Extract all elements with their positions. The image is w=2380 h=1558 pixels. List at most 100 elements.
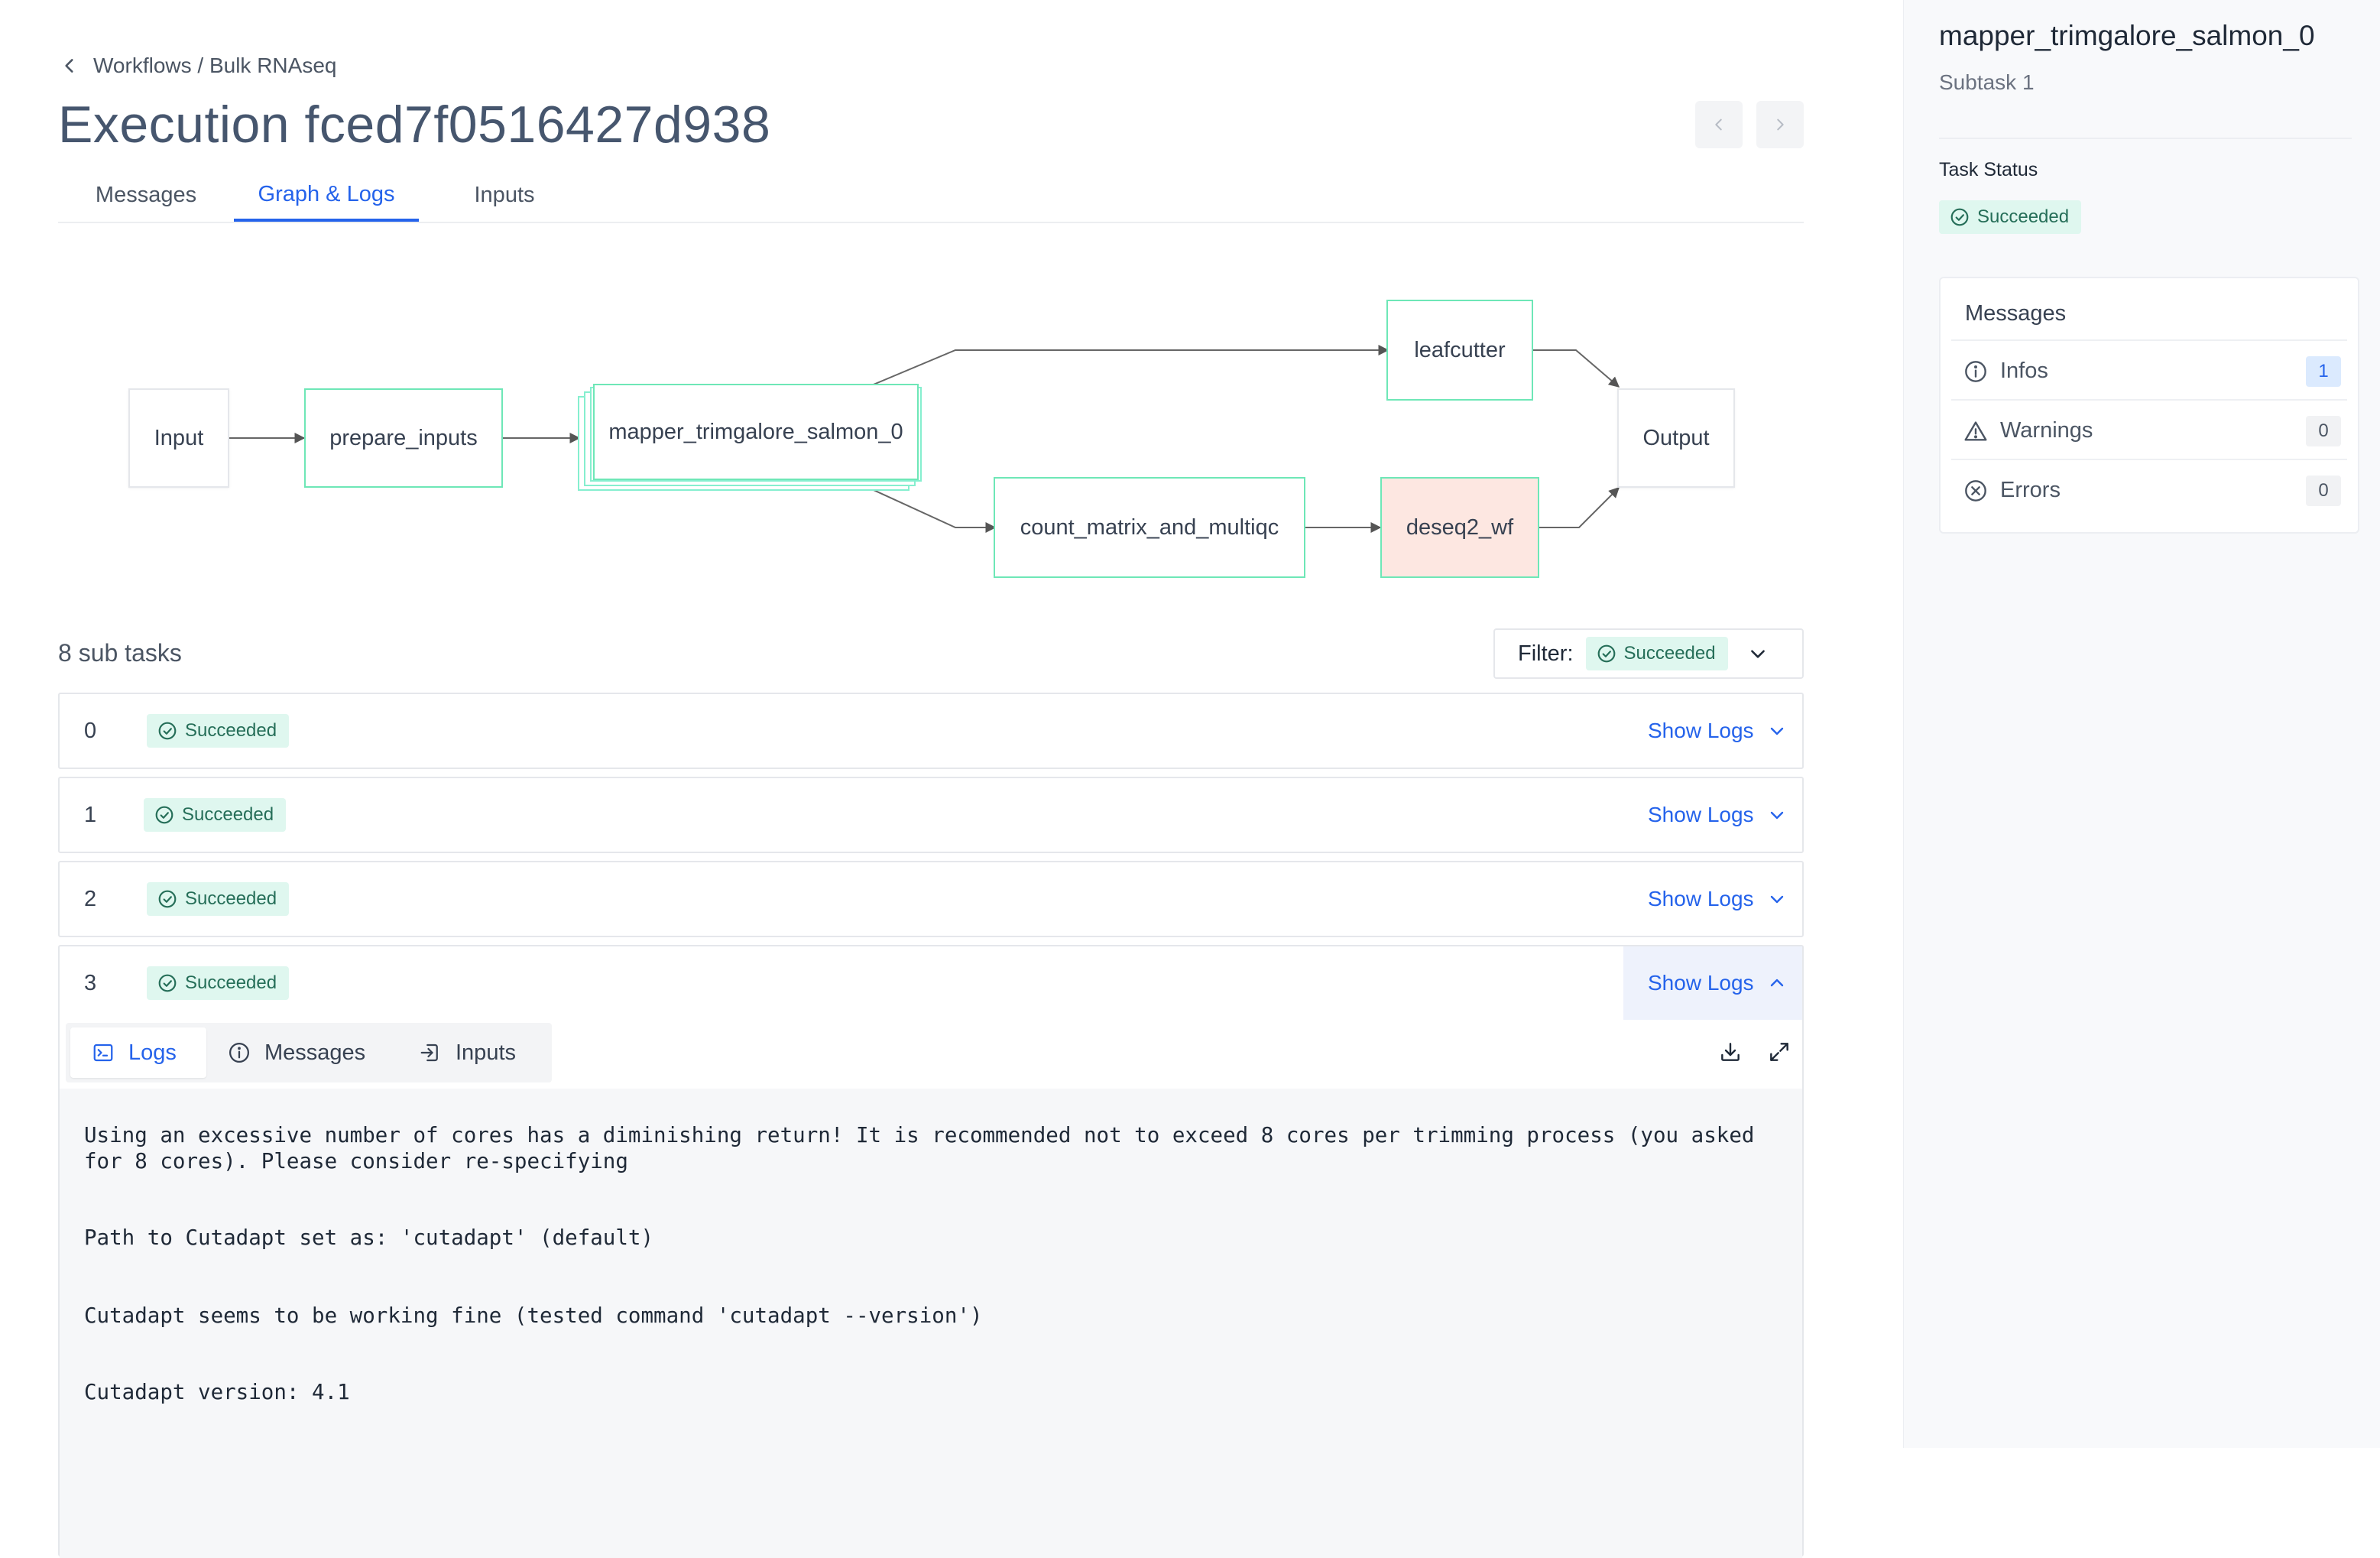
messages-row-label: Infos xyxy=(2000,358,2048,383)
subtask-row-expanded[interactable]: 3 Succeeded Show Logs Logs Messages Inpu… xyxy=(58,945,1804,1558)
status-text: Succeeded xyxy=(185,888,277,909)
task-status-label: Task Status xyxy=(1939,159,2038,180)
hide-logs-button[interactable]: Show Logs xyxy=(1623,946,1802,1020)
subtask-count: 8 sub tasks xyxy=(58,639,182,667)
check-circle-icon xyxy=(155,806,173,824)
check-circle-icon xyxy=(158,974,177,992)
subtask-row[interactable]: 0 Succeeded Show Logs xyxy=(58,693,1804,769)
messages-row-label: Errors xyxy=(2000,477,2061,502)
subtask-row[interactable]: 2 Succeeded Show Logs xyxy=(58,861,1804,937)
tab-inputs[interactable]: Inputs xyxy=(474,182,535,207)
status-badge: Succeeded xyxy=(1585,637,1728,670)
subtask-index: 2 xyxy=(84,886,97,911)
chevron-down-icon xyxy=(1770,727,1783,735)
chevron-down-icon xyxy=(1770,811,1783,820)
status-text: Succeeded xyxy=(1977,206,2070,227)
next-button[interactable] xyxy=(1756,101,1804,148)
log-tab-label: Messages xyxy=(264,1040,366,1065)
page-title: Execution fced7f0516427d938 xyxy=(58,96,771,154)
node-input[interactable]: Input xyxy=(128,388,229,488)
status-badge: Succeeded xyxy=(1939,200,2082,234)
subtask-index: 0 xyxy=(84,718,97,743)
show-logs-button[interactable]: Show Logs xyxy=(1623,778,1802,852)
messages-row-errors[interactable]: Errors 0 xyxy=(1951,459,2347,520)
log-line: Path to Cutadapt set as: 'cutadapt' (def… xyxy=(84,1225,654,1250)
check-circle-icon xyxy=(158,890,177,908)
show-logs-button[interactable]: Show Logs xyxy=(1623,862,1802,936)
divider xyxy=(1939,138,2352,139)
status-badge: Succeeded xyxy=(147,966,290,1000)
node-prepare-inputs[interactable]: prepare_inputs xyxy=(304,388,503,488)
node-deseq2-wf[interactable]: deseq2_wf xyxy=(1380,477,1539,578)
check-circle-icon xyxy=(1597,644,1615,663)
expand-button[interactable] xyxy=(1762,1035,1796,1069)
messages-count-badge: 1 xyxy=(2306,356,2341,387)
messages-card: Messages Infos 1 Warnings 0 Errors 0 xyxy=(1939,277,2359,534)
check-circle-icon xyxy=(1950,208,1969,226)
warning-icon xyxy=(1964,421,1987,441)
show-logs-label: Show Logs xyxy=(1648,887,1754,910)
filter-label: Filter: xyxy=(1518,641,1574,666)
log-panel-tabs: Logs Messages Inputs xyxy=(66,1023,552,1082)
info-icon xyxy=(229,1043,249,1063)
download-button[interactable] xyxy=(1714,1035,1747,1069)
details-sidebar: mapper_trimgalore_salmon_0 Subtask 1 Tas… xyxy=(1903,0,2380,1448)
tab-bar: Messages Graph & Logs Inputs xyxy=(58,170,1804,223)
terminal-icon xyxy=(93,1044,113,1062)
check-circle-icon xyxy=(158,722,177,740)
log-output: Using an excessive number of cores has a… xyxy=(60,1089,1802,1558)
status-text: Succeeded xyxy=(185,972,277,993)
status-badge: Succeeded xyxy=(147,714,290,748)
chevron-left-icon[interactable] xyxy=(60,56,79,76)
show-logs-label: Show Logs xyxy=(1648,971,1754,995)
node-output[interactable]: Output xyxy=(1617,388,1735,488)
task-name: mapper_trimgalore_salmon_0 xyxy=(1939,20,2315,51)
log-tab-messages[interactable]: Messages xyxy=(206,1027,397,1078)
info-icon xyxy=(1965,361,1986,382)
status-text: Succeeded xyxy=(1623,643,1716,664)
chevron-down-icon xyxy=(1770,895,1783,904)
subtask-index: 1 xyxy=(84,802,97,827)
subtask-row[interactable]: 1 Succeeded Show Logs xyxy=(58,777,1804,853)
tab-graph-and-logs[interactable]: Graph & Logs xyxy=(234,170,419,222)
show-logs-label: Show Logs xyxy=(1648,719,1754,742)
node-leafcutter[interactable]: leafcutter xyxy=(1386,300,1533,401)
breadcrumb[interactable]: Workflows / Bulk RNAseq xyxy=(60,50,336,81)
main-panel: Workflows / Bulk RNAseq Execution fced7f… xyxy=(0,50,1903,1556)
breadcrumb-text[interactable]: Workflows / Bulk RNAseq xyxy=(93,54,337,77)
messages-count-badge: 0 xyxy=(2306,416,2341,446)
previous-button[interactable] xyxy=(1695,101,1743,148)
node-mapper-trimgalore-salmon[interactable]: mapper_trimgalore_salmon_0 xyxy=(593,384,919,480)
status-text: Succeeded xyxy=(185,720,277,741)
show-logs-button[interactable]: Show Logs xyxy=(1623,694,1802,768)
tab-messages[interactable]: Messages xyxy=(95,182,197,207)
messages-row-infos[interactable]: Infos 1 xyxy=(1951,339,2347,401)
log-line: Cutadapt seems to be working fine (teste… xyxy=(84,1303,983,1328)
subtask-index: 3 xyxy=(84,970,97,995)
log-tab-label: Inputs xyxy=(456,1040,516,1065)
subtask-label: Subtask 1 xyxy=(1939,70,2035,94)
error-icon xyxy=(1965,480,1986,501)
expand-icon xyxy=(1770,1043,1788,1061)
chevron-down-icon xyxy=(1750,650,1765,658)
messages-row-label: Warnings xyxy=(2000,417,2093,443)
show-logs-label: Show Logs xyxy=(1648,803,1754,826)
log-tab-logs[interactable]: Logs xyxy=(70,1027,206,1078)
download-icon xyxy=(1721,1043,1740,1061)
messages-count-badge: 0 xyxy=(2306,476,2341,506)
chevron-up-icon xyxy=(1770,979,1783,987)
chevron-left-icon xyxy=(1715,118,1722,131)
log-line: Cutadapt version: 4.1 xyxy=(84,1380,350,1404)
messages-row-warnings[interactable]: Warnings 0 xyxy=(1951,399,2347,460)
graph-edges xyxy=(229,345,1620,533)
status-badge: Succeeded xyxy=(147,882,290,916)
status-filter-dropdown[interactable]: Filter: Succeeded xyxy=(1493,628,1804,679)
status-text: Succeeded xyxy=(182,804,274,825)
log-line: Using an excessive number of cores has a… xyxy=(84,1123,1768,1173)
node-count-matrix-and-multiqc[interactable]: count_matrix_and_multiqc xyxy=(994,477,1305,578)
workflow-graph: Input prepare_inputs mapper_trimgalore_s… xyxy=(0,229,1903,612)
log-tab-inputs[interactable]: Inputs xyxy=(397,1027,547,1078)
login-icon xyxy=(420,1044,438,1062)
log-tab-label: Logs xyxy=(128,1040,177,1065)
messages-title: Messages xyxy=(1965,301,2067,326)
